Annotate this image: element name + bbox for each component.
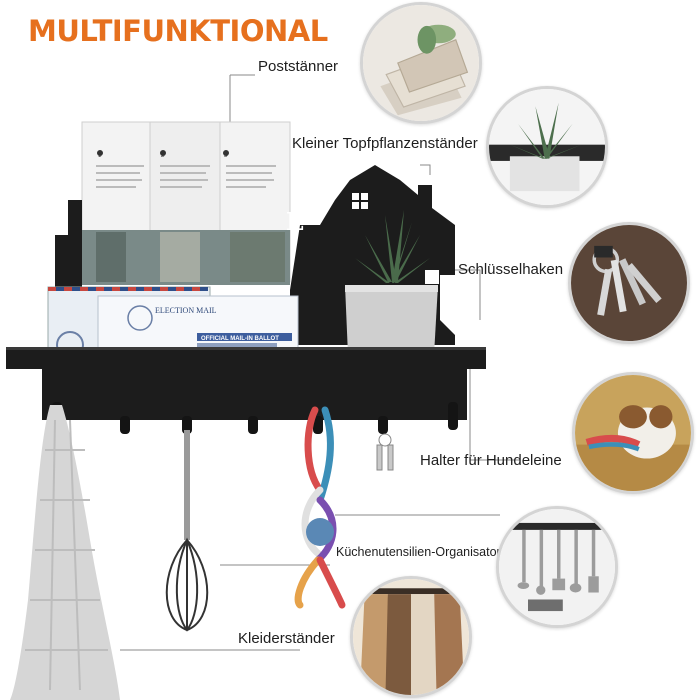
- card-number-1: 1: [98, 153, 102, 159]
- label-plant-stand: Kleiner Topfpflanzenständer: [292, 135, 478, 152]
- circle-plant-photo: [486, 86, 608, 208]
- page-title: MULTIFUNKTIONAL: [28, 14, 328, 48]
- hook-board: [42, 368, 467, 420]
- circle-clothes-photo: [350, 576, 472, 698]
- envelope-text: ELECTION MAIL: [155, 306, 217, 315]
- shelf: [6, 347, 486, 369]
- circle-mail-photo: [360, 2, 482, 124]
- house-letter: E: [286, 207, 304, 236]
- towel: [10, 405, 120, 700]
- label-dog-leash: Halter für Hundeleine: [420, 452, 562, 469]
- card-number-3: 3: [224, 153, 228, 159]
- label-kitchen: Küchenutensilien-Organisator: [336, 545, 501, 559]
- ballot-text: OFFICIAL MAIL-IN BALLOT: [201, 336, 279, 342]
- label-poststaender: Poststänner: [258, 58, 339, 75]
- circle-kitchen-photo: [496, 506, 618, 628]
- label-key-hooks: Schlüsselhaken: [458, 261, 564, 278]
- keys: [376, 433, 394, 471]
- circle-keys-photo: [568, 222, 690, 344]
- mail-cards: 1: [81, 121, 291, 285]
- rope-toy: [294, 406, 346, 609]
- house-windows: [352, 193, 439, 284]
- label-clothes: Kleiderständer: [238, 630, 335, 647]
- rope-knot: [306, 518, 334, 546]
- whisk: [165, 430, 209, 632]
- plant-pot: [345, 210, 438, 355]
- card-number-2: 2: [161, 153, 165, 159]
- circle-dog-photo: [572, 372, 694, 494]
